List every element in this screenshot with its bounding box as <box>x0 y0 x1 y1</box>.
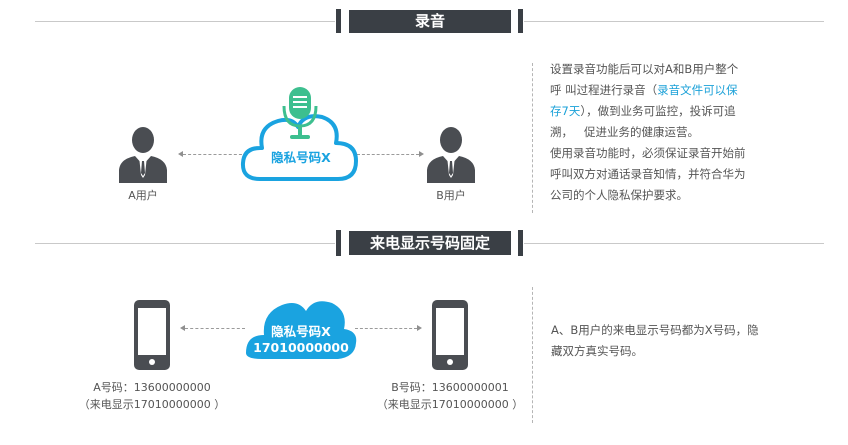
connector-line <box>357 154 419 155</box>
phone-b-number: B号码：13600000001 <box>391 381 509 394</box>
connector-line <box>185 328 245 329</box>
microphone-icon <box>282 87 318 139</box>
desc-highlight: 存7天 <box>550 104 581 118</box>
desc-highlight: 录音文件可以保 <box>657 83 738 97</box>
section2-divider <box>532 287 533 423</box>
desc-line: 呼叫双方对通话录音知情，并符合华为 <box>550 167 746 181</box>
phone-icon <box>134 300 170 370</box>
section2-bar-right <box>518 230 523 256</box>
phone-b-display: （来电显示17010000000 ） <box>376 398 524 411</box>
user-icon <box>427 127 475 183</box>
section1-divider <box>532 63 533 213</box>
user-a-label: A用户 <box>128 189 158 202</box>
section1-rule-left <box>35 21 335 22</box>
desc-line: 公司的个人隐私保护要求。 <box>550 188 688 202</box>
desc-line: 呼 叫过程进行录音（录音文件可以保 <box>550 83 738 97</box>
phone-icon <box>432 300 468 370</box>
section2-description: A、B用户的来电显示号码都为X号码，隐 藏双方真实号码。 <box>551 320 801 362</box>
arrow-left-icon <box>180 325 185 331</box>
arrow-left-icon <box>178 151 183 157</box>
section1-description: 设置录音功能后可以对A和B用户整个 呼 叫过程进行录音（录音文件可以保 存7天）… <box>550 59 790 206</box>
section2-title: 来电显示号码固定 <box>349 231 511 255</box>
cloud-number: 17010000000 <box>253 340 349 355</box>
cloud-label: 隐私号码X <box>271 150 331 165</box>
desc-line: A、B用户的来电显示号码都为X号码，隐 <box>551 323 759 337</box>
connector-line <box>355 328 417 329</box>
desc-line: 使用录音功能时，必须保证录音开始前 <box>550 146 746 160</box>
phone-a-number: A号码：13600000000 <box>93 381 211 394</box>
desc-line: 溯， 促进业务的健康运营。 <box>550 125 699 139</box>
section1-title: 录音 <box>349 10 511 33</box>
user-icon <box>119 127 167 183</box>
connector-line <box>183 154 247 155</box>
user-b-label: B用户 <box>436 189 466 202</box>
cloud-label: 隐私号码X <box>271 324 331 339</box>
desc-line: 存7天），做到业务可监控，投诉可追 <box>550 104 736 118</box>
section2-rule-right <box>524 243 824 244</box>
section1-rule-right <box>524 21 824 22</box>
section1-bar-right <box>518 9 523 33</box>
cloud-icon <box>246 301 357 359</box>
phone-a-display: （来电显示17010000000 ） <box>78 398 226 411</box>
desc-line: 设置录音功能后可以对A和B用户整个 <box>550 62 739 76</box>
arrow-right-icon <box>419 151 424 157</box>
section1-bar-left <box>336 9 341 33</box>
arrow-right-icon <box>417 325 422 331</box>
section2-bar-left <box>336 230 341 256</box>
section2-rule-left <box>35 243 335 244</box>
desc-line: 藏双方真实号码。 <box>551 344 643 358</box>
